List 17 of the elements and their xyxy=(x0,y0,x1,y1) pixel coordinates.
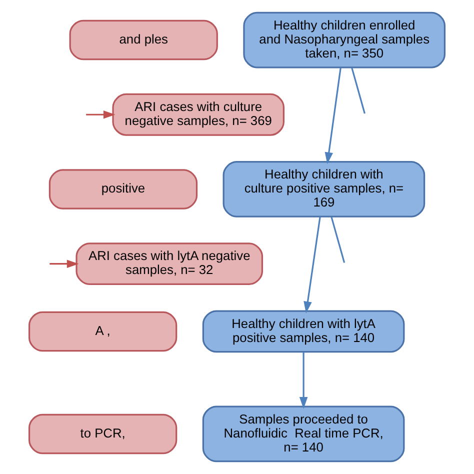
node-box: ARI cases with lytA negative samples, n= 32 xyxy=(76,242,264,286)
node-box: Healthy children with lytA positive samples, n= 140 xyxy=(202,310,405,353)
node-box: Samples proceeded to Nanofluidic Real time PCR, n= 140 xyxy=(202,406,405,462)
node-box: Healthy children enrolled and Nasopharyngeal samples taken, n= 350 xyxy=(243,12,446,68)
node-box: positive xyxy=(48,169,198,210)
connector xyxy=(330,216,346,263)
node-box: to PCR, xyxy=(28,414,178,454)
arrow xyxy=(50,260,79,268)
arrow xyxy=(304,216,321,314)
connector xyxy=(351,67,366,114)
node-box: Healthy children with culture positive samples, n= 169 xyxy=(222,161,426,218)
node-box: ARI cases with culture negative samples, n= 369 xyxy=(112,93,284,136)
arrow xyxy=(324,68,342,164)
arrow xyxy=(299,352,308,409)
node-box: and ples xyxy=(69,20,218,60)
node-box: A , xyxy=(28,311,178,352)
arrow xyxy=(86,110,116,119)
